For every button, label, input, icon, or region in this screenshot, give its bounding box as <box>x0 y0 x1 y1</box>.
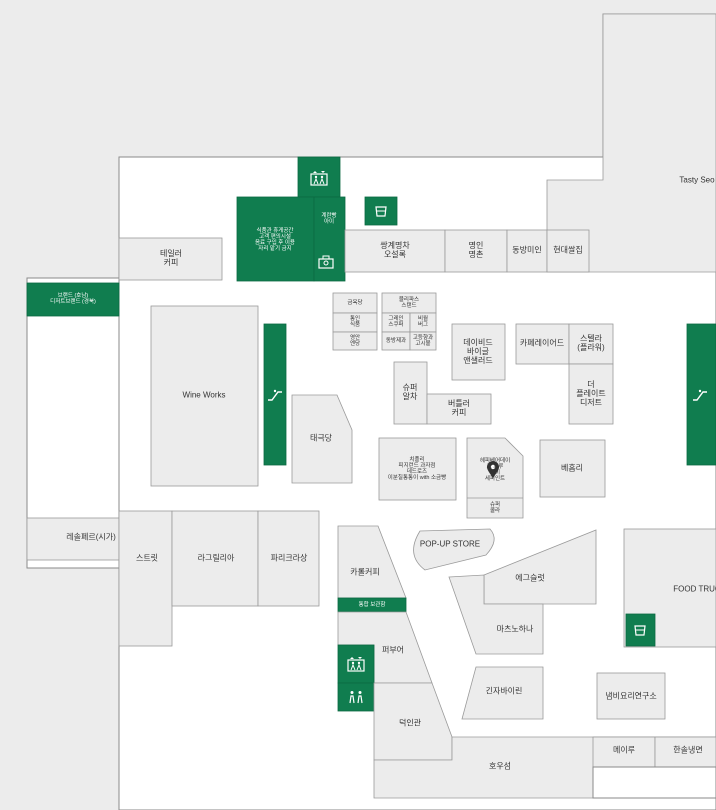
label-green-notice: 식품관 휴게공간 고객 편의시설 음료 구입 후 이용 자리 맡기 금지 <box>254 227 296 253</box>
cup-icon <box>375 206 387 217</box>
store-wine-works[interactable] <box>150 305 259 487</box>
store-ssanggye[interactable] <box>344 229 446 273</box>
label-hansol: 한솔냉면 <box>673 745 703 755</box>
label-grain-scoop: 그레인 스쿠퍼 <box>388 315 404 328</box>
label-paris-croissant: 파리크라상 <box>270 553 308 563</box>
label-shubal: 슈퍼 콜라 <box>489 501 501 514</box>
store-steller[interactable] <box>568 323 614 365</box>
store-lechel[interactable] <box>26 517 120 561</box>
store-meningri[interactable] <box>539 439 606 498</box>
label-streak: 스트릿 <box>135 553 159 563</box>
store-dachs[interactable] <box>448 574 544 655</box>
store-chiffon[interactable] <box>378 437 457 501</box>
store-streak[interactable] <box>118 510 173 647</box>
label-dongbang-jigwa: 동방제과 <box>385 337 407 344</box>
store-paris-croissant[interactable] <box>257 510 320 607</box>
label-houseong: 호우섬 <box>488 761 512 771</box>
label-dachs: 마츠노하나 <box>496 624 534 634</box>
store-nambi[interactable] <box>596 672 666 720</box>
label-geumokdang: 금옥당 <box>347 299 363 306</box>
store-yeongan[interactable] <box>332 331 378 351</box>
store-the-playfield[interactable] <box>568 363 614 425</box>
label-dongbang-miin: 동방미인 <box>512 245 542 255</box>
corridor <box>592 766 716 799</box>
escalator-left <box>263 323 287 466</box>
label-popup: POP-UP STORE <box>419 539 481 549</box>
label-seasonal-left: 브랜드 (호남) 디저트브랜드 (경북) <box>50 292 96 305</box>
label-ginja: 긴자바이린 <box>485 686 523 696</box>
label-biwol: 비월 버그 <box>417 315 429 328</box>
store-la-grilia[interactable] <box>171 510 259 607</box>
store-popup[interactable] <box>413 528 495 571</box>
escalator-icon <box>268 389 282 401</box>
label-myeongin: 명인 명촌 <box>468 241 484 259</box>
store-hansol[interactable] <box>654 736 716 768</box>
store-taegeukdang[interactable] <box>291 394 353 484</box>
label-food-truck: FOOD TRUC <box>673 584 716 594</box>
store-hyundai-ssalzip[interactable] <box>546 229 590 273</box>
label-wine-works: Wine Works <box>182 390 226 400</box>
label-kaffee: 카페레이어드 <box>519 338 565 348</box>
label-deokindang: 덕인관 <box>398 718 422 728</box>
store-kaffee[interactable] <box>515 323 570 365</box>
store-taylor-coffee[interactable] <box>118 237 223 281</box>
label-tongin: 통인 식품 <box>349 315 361 328</box>
store-butler[interactable] <box>426 393 492 425</box>
label-ssanggye: 쌍계명차 오설록 <box>380 241 410 259</box>
label-bolipass: 블리파스 스탠드 <box>398 296 420 309</box>
store-seasonal-left[interactable] <box>26 282 120 317</box>
label-la-grilia: 라그릴리아 <box>197 553 235 563</box>
label-lechel: 레솔페르(시가) <box>66 532 116 542</box>
label-meirou: 메이루 <box>612 745 636 755</box>
elevator-block-top <box>297 156 341 198</box>
label-david-bagel: 데이비드 바이글 앤샐러드 <box>463 337 493 365</box>
label-chiffon: 치플리 피지런드 과자점 데드로즈 이분칠통통이 with 소금빵 <box>387 456 447 482</box>
label-steller: 스텔라 (플라워) <box>577 334 605 352</box>
label-the-playfield: 더 플레이트 디저트 <box>576 379 606 407</box>
store-myeongin[interactable] <box>444 229 508 273</box>
elevator-icon <box>310 171 328 186</box>
label-godeung: 고등향과 고시볼 <box>412 334 434 347</box>
elevator-block-bottom <box>337 644 375 684</box>
label-egg-slut: 에그슬럿 <box>515 573 545 583</box>
label-yeongan: 영안 엔당 <box>349 334 361 347</box>
restroom-icon <box>349 691 363 704</box>
store-ginja[interactable] <box>461 666 544 720</box>
label-meningri: 베홈리 <box>560 463 584 473</box>
store-super-alchi[interactable] <box>393 361 428 425</box>
label-kyeran-baby: 계란빵 아이 <box>321 212 337 225</box>
label-nambi: 냄비요리연구소 <box>605 691 657 701</box>
location-pin-icon <box>487 461 499 478</box>
label-lounge-green: 통합 보관함 <box>358 601 386 608</box>
restroom-block <box>337 682 375 712</box>
cup-icon <box>634 625 646 636</box>
elevator-icon <box>347 657 365 672</box>
store-meirou[interactable] <box>592 736 656 768</box>
label-tasty-seoul: Tasty Seo <box>679 175 715 185</box>
label-taylor-coffee: 테일러 커피 <box>159 249 183 267</box>
label-butler: 버틀러 커피 <box>447 399 471 417</box>
label-peoburger: 퍼부어 <box>381 645 405 655</box>
label-pieces: 헤피베어데이 르 프루 베이 세피인트 <box>479 457 511 483</box>
label-taegeukdang: 태극당 <box>309 433 333 443</box>
locker-icon <box>318 255 334 269</box>
escalator-icon <box>693 389 707 401</box>
label-hyundai-ssalzip: 현대쌀집 <box>553 245 583 255</box>
label-cacao-coffee: 카롤커피 <box>350 567 380 577</box>
store-david-bagel[interactable] <box>451 323 506 381</box>
green-notice-block <box>236 196 315 282</box>
store-godeung[interactable] <box>409 331 437 351</box>
label-super-alchi: 슈퍼 알차 <box>402 383 418 401</box>
